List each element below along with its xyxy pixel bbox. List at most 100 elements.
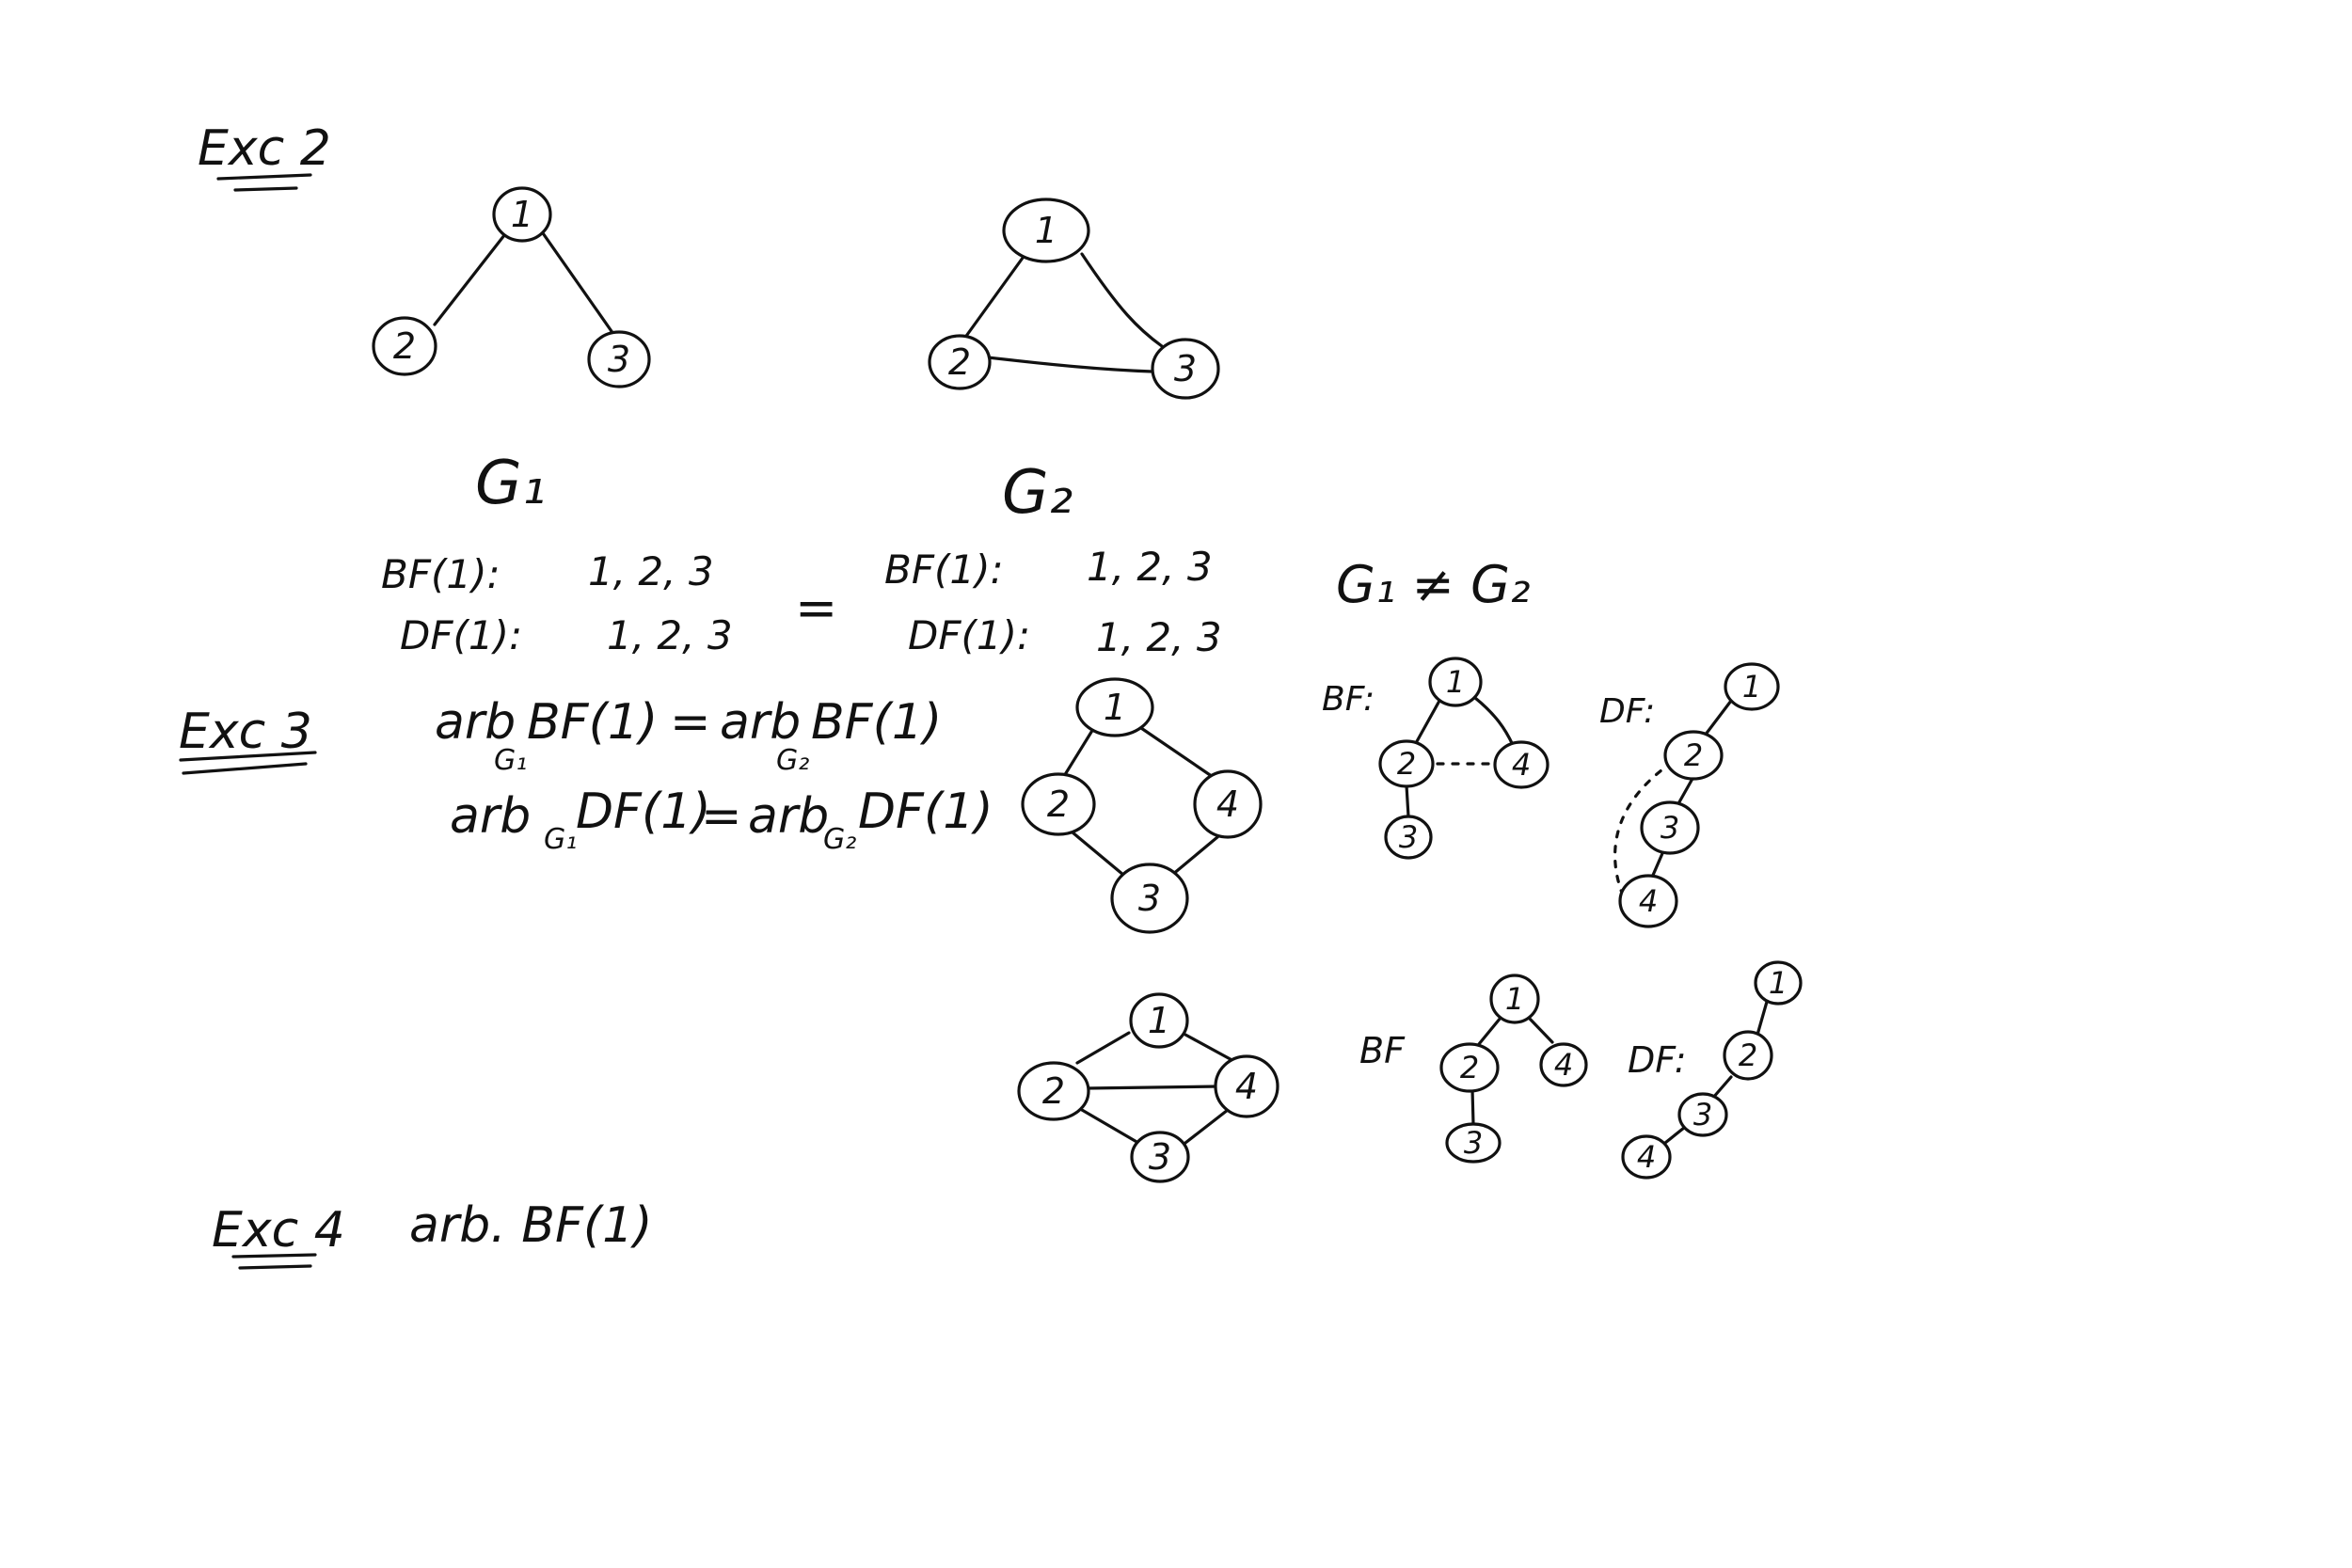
bf2-node-3	[1445, 1122, 1502, 1164]
bf1-node-2-label: 2	[1397, 746, 1416, 782]
bf2-node-2-label: 2	[1460, 1050, 1479, 1085]
bf2-node-4	[1539, 1042, 1588, 1087]
exc3-df-tree-1: DF: 1 2 3 4	[1599, 662, 1780, 928]
g2-edge-2-3	[986, 356, 1154, 373]
chord-edge-4-3	[1184, 1108, 1230, 1145]
chord-edge-2-4	[1085, 1085, 1220, 1090]
df1-node-3-label: 3	[1661, 810, 1679, 846]
exc3-equation-2: arb G₁ DF(1) = arb G₂ DF(1)	[450, 784, 993, 856]
df-tree-2-label: DF:	[1628, 1039, 1687, 1081]
exc3-bf-tree-1: BF: 1 2 4 3	[1322, 657, 1549, 860]
g2-bf-value: 1, 2, 3	[1087, 544, 1213, 590]
df1-node-1	[1724, 662, 1780, 711]
df2-node-3-label: 3	[1693, 1097, 1712, 1132]
bf1-node-4	[1493, 740, 1549, 789]
exc3-title: Exc 3	[179, 704, 312, 760]
g2-node-1	[1002, 198, 1090, 263]
exc2-underline-2	[233, 186, 298, 192]
g1-bf-label: BF(1):	[381, 551, 501, 597]
chord-edge-2-3	[1080, 1108, 1140, 1145]
eq1-left-arb: arb	[435, 694, 516, 751]
g2-bf-label: BF(1):	[884, 546, 1004, 593]
cycle-edge-4-3	[1165, 831, 1225, 881]
exc3-bf-tree-2: BF 1 2 4 3	[1359, 974, 1588, 1164]
bf1-node-1	[1428, 657, 1483, 707]
exc4-underline-1	[231, 1253, 317, 1259]
chord-node-1-label: 1	[1148, 1000, 1170, 1041]
eq2-left-arb: arb	[450, 788, 531, 845]
chord-node-3	[1130, 1131, 1190, 1183]
bf2-edge-2-3	[1470, 1087, 1475, 1126]
bf2-node-3-label: 3	[1464, 1125, 1483, 1161]
equals-sign: =	[795, 578, 837, 638]
bf2-edge-1-4	[1527, 1016, 1554, 1044]
exc3-heading: Exc 3	[179, 704, 317, 775]
eq1-left-tail: BF(1)	[527, 694, 658, 751]
g1-bf-value: 1, 2, 3	[588, 548, 714, 594]
bf1-edge-1-4	[1473, 696, 1515, 747]
df2-edge-2-3	[1710, 1075, 1733, 1101]
df1-edge-2-3	[1675, 775, 1695, 809]
exc3-underline-2	[182, 762, 308, 775]
bf1-edge-2-3	[1405, 784, 1410, 818]
df2-node-4	[1621, 1134, 1672, 1180]
exc2-title: Exc 2	[198, 120, 331, 177]
g1-label: G₁	[475, 449, 546, 518]
bf1-node-1-label: 1	[1446, 664, 1465, 700]
eq2-right-sub: G₂	[823, 823, 856, 856]
chord-node-4-label: 4	[1235, 1066, 1258, 1107]
g2-node-2	[928, 334, 992, 390]
bf-tree-2-label: BF	[1359, 1030, 1406, 1071]
g2-edge-1-3	[1080, 252, 1164, 348]
exc3-underline-1	[179, 751, 317, 762]
eq1-left-sub: G₁	[494, 744, 527, 777]
df1-edge-1-2	[1703, 699, 1733, 737]
chord-node-4	[1214, 1054, 1279, 1118]
cycle-node-2	[1021, 772, 1096, 836]
exc2-underline-1	[216, 173, 312, 181]
bf2-edge-1-2	[1477, 1016, 1502, 1046]
traversal-table: BF(1): 1, 2, 3 DF(1): 1, 2, 3 = BF(1): 1…	[381, 544, 1531, 660]
chord-node-1	[1129, 992, 1189, 1049]
g1-edge-1-3	[539, 229, 615, 336]
cycle-node-1-label: 1	[1104, 687, 1126, 728]
exc3-graph-cycle: 1 2 4 3	[1021, 677, 1263, 934]
df1-back-edge	[1613, 760, 1675, 897]
g2-node-2-label: 2	[948, 341, 971, 383]
cycle-node-3	[1110, 863, 1189, 934]
eq1-eq: =	[670, 694, 711, 751]
cycle-edge-1-4	[1136, 724, 1220, 783]
g1-df-value: 1, 2, 3	[607, 612, 733, 658]
exc4-heading: Exc 4	[212, 1202, 345, 1270]
g2-edge-1-2	[962, 252, 1027, 341]
df1-node-2-label: 2	[1684, 737, 1703, 773]
df-tree-1-label: DF:	[1599, 692, 1655, 731]
exc4-underline-2	[238, 1264, 312, 1270]
g2-node-1-label: 1	[1035, 210, 1057, 251]
df2-node-4-label: 4	[1637, 1139, 1656, 1175]
df2-node-1	[1754, 960, 1803, 1006]
graph-g2: 1 2 3	[928, 198, 1220, 400]
df1-node-4	[1618, 874, 1678, 928]
g2-df-value: 1, 2, 3	[1096, 614, 1222, 660]
eq2-left-tail: DF(1)	[576, 784, 711, 840]
cycle-node-3-label: 3	[1138, 878, 1161, 919]
g1-node-1	[492, 186, 552, 243]
df2-edge-1-2	[1756, 1000, 1769, 1037]
bf1-edge-1-2	[1414, 699, 1441, 745]
g2-df-label: DF(1):	[908, 612, 1030, 658]
df2-node-2	[1723, 1030, 1773, 1081]
bf2-node-4-label: 4	[1554, 1047, 1573, 1083]
g1-node-2	[372, 316, 437, 376]
bf2-node-1	[1489, 974, 1540, 1024]
df1-node-2	[1663, 730, 1724, 781]
g1-node-2-label: 2	[393, 325, 416, 367]
eq1-right-sub: G₂	[776, 744, 809, 777]
exc3-graph-chord: 1 2 4 3	[1017, 992, 1279, 1183]
bf2-node-2	[1439, 1042, 1500, 1093]
cycle-node-4-label: 4	[1216, 784, 1239, 825]
bf1-node-4-label: 4	[1512, 747, 1531, 783]
cycle-node-1	[1075, 677, 1154, 737]
bf1-node-3	[1384, 815, 1433, 860]
